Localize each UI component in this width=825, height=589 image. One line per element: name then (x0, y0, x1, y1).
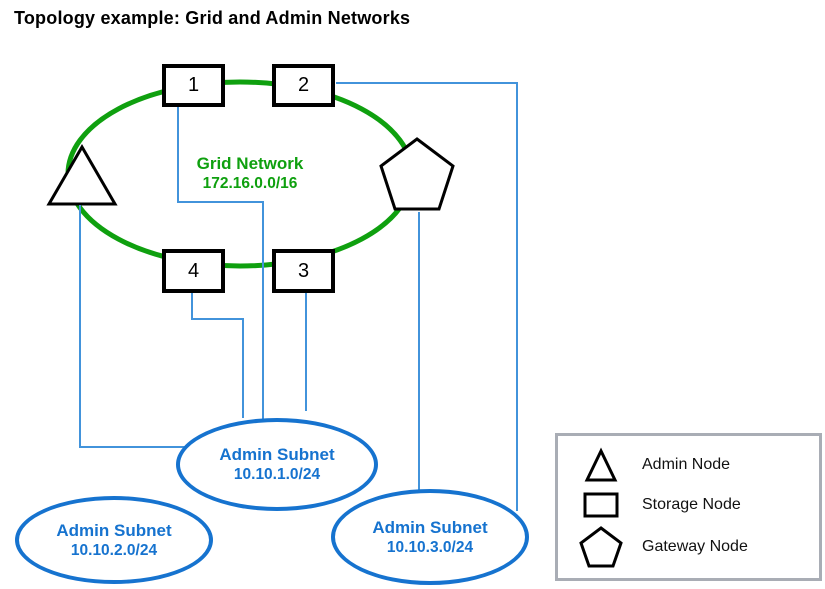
connector-storage2-to-subnet3 (336, 82, 518, 511)
storage-node-1-label: 1 (187, 74, 200, 96)
admin-node-triangle-shape (46, 144, 118, 206)
admin-subnet-2-cidr: 10.10.2.0/24 (70, 541, 158, 559)
storage-node-3-label: 3 (297, 259, 310, 282)
storage-node-4-label: 4 (187, 259, 200, 282)
legend-label-storage-node: Storage Node (642, 495, 741, 513)
legend-row-storage-node: Storage Node (578, 491, 819, 519)
grid-network-label: Grid Network 172.16.0.0/16 (197, 154, 304, 193)
admin-subnet-1-name: Admin Subnet (219, 445, 335, 464)
admin-subnet-3: Admin Subnet 10.10.3.0/24 (331, 489, 529, 585)
storage-node-2: 2 (272, 64, 335, 107)
grid-network-cidr: 172.16.0.0/16 (202, 175, 298, 192)
admin-subnet-2: Admin Subnet 10.10.2.0/24 (15, 496, 213, 584)
storage-node-rectangle-icon (578, 491, 624, 519)
connector-storage1-to-subnet1 (177, 107, 264, 421)
legend: Admin Node Storage Node Gateway Node (555, 433, 822, 581)
storage-node-2-label: 2 (297, 74, 310, 96)
storage-node-4: 4 (162, 249, 225, 293)
page-title: Topology example: Grid and Admin Network… (14, 8, 411, 28)
storage-node-1: 1 (162, 64, 225, 107)
admin-node-triangle-icon (578, 447, 624, 484)
connector-admin-node-to-subnet1 (79, 205, 187, 448)
legend-label-admin-node: Admin Node (642, 456, 731, 474)
legend-row-admin-node: Admin Node (578, 447, 819, 484)
storage-node-3: 3 (272, 249, 335, 293)
admin-subnet-1-cidr: 10.10.1.0/24 (233, 466, 321, 483)
grid-network-name: Grid Network (196, 154, 304, 173)
admin-subnet-3-name: Admin Subnet (372, 517, 488, 537)
admin-subnet-2-name: Admin Subnet (56, 520, 172, 540)
admin-subnet-1: Admin Subnet 10.10.1.0/24 (176, 418, 378, 511)
admin-subnet-3-cidr: 10.10.3.0/24 (386, 538, 474, 556)
legend-row-gateway-node: Gateway Node (578, 525, 819, 569)
gateway-node-pentagon-icon (578, 525, 624, 569)
gateway-node-pentagon-shape (379, 137, 455, 211)
legend-label-gateway-node: Gateway Node (642, 538, 748, 556)
connector-storage4-to-subnet1 (191, 293, 244, 418)
